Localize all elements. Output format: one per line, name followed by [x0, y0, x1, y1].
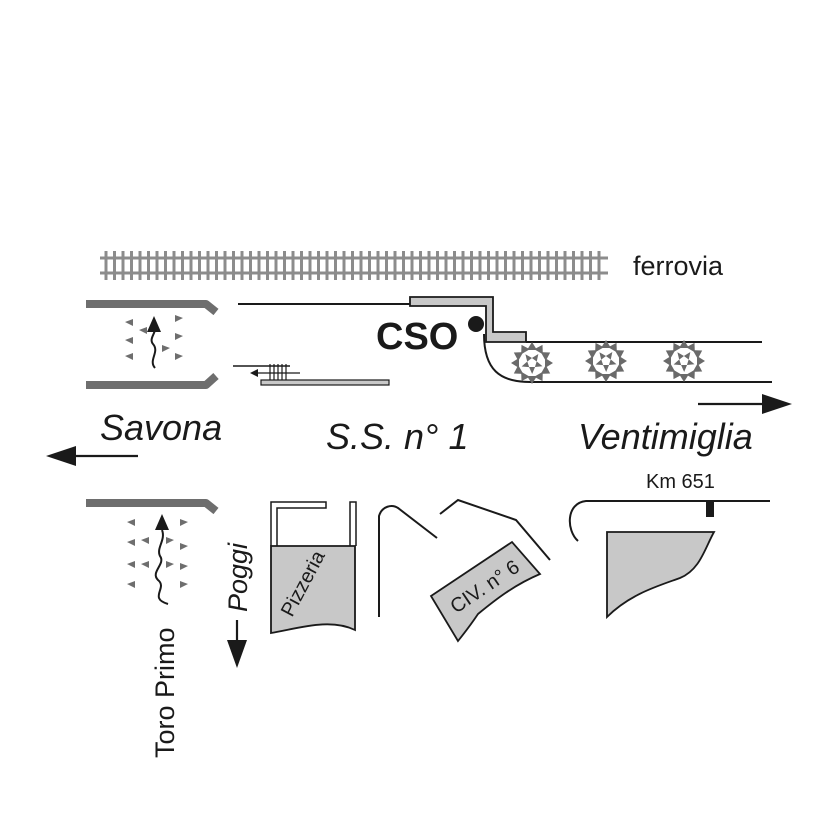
side-street-top-left: [86, 300, 219, 389]
pedestrian-marks-top: [125, 315, 183, 363]
crosswalk-stairs: [233, 364, 390, 386]
pedestrian-marks-bottom: [127, 519, 188, 591]
cso-label: CSO: [376, 316, 458, 358]
civic-6-building: [429, 540, 542, 643]
arrow-right-icon: [698, 394, 792, 414]
right-building: [606, 531, 716, 620]
railway-label: ferrovia: [633, 251, 724, 281]
road-name-label: S.S. n° 1: [326, 416, 468, 457]
arrow-down-icon: [227, 620, 247, 668]
tree-icon: [663, 340, 705, 382]
tree-icon: [585, 340, 627, 382]
side-street-bottom-left: [86, 499, 219, 605]
trees: [511, 340, 705, 384]
lane-edge-bottom: [483, 333, 772, 383]
cso-location-dot: [468, 316, 484, 332]
railway-track: [100, 251, 608, 280]
arrow-up-icon-2: [155, 514, 169, 530]
km-marker-icon: [706, 501, 714, 517]
arrow-up-icon: [147, 316, 161, 332]
pizzeria-building: [270, 501, 357, 635]
poggi-label: Poggi: [223, 542, 253, 612]
road-edge-bottom-right: [568, 500, 770, 542]
block-outline-1: [378, 505, 438, 617]
tree-icon: [511, 342, 553, 384]
block-outline-2: [439, 498, 551, 561]
arrow-left-icon: [46, 446, 138, 466]
ventimiglia-label: Ventimiglia: [578, 416, 753, 457]
km-label: Km 651: [646, 471, 715, 493]
savona-label: Savona: [100, 407, 222, 448]
toro-primo-label: Toro Primo: [150, 627, 180, 758]
